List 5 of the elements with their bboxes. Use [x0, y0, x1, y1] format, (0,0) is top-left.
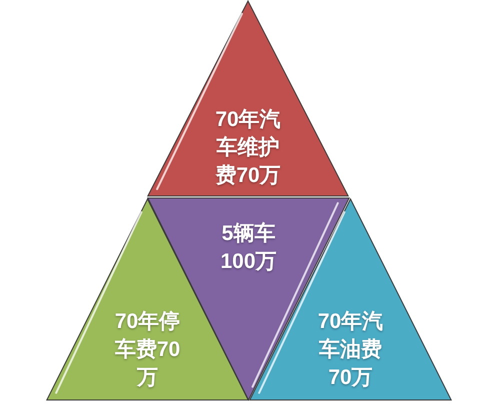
cost-label: 70年汽车维护费70万: [214, 107, 282, 189]
triangle-section: [147, 0, 349, 197]
cost-label: 70年停车费70万: [114, 309, 182, 391]
cost-label: 5辆车100万: [219, 221, 278, 275]
cost-label: 70年汽车油费70万: [316, 309, 384, 391]
